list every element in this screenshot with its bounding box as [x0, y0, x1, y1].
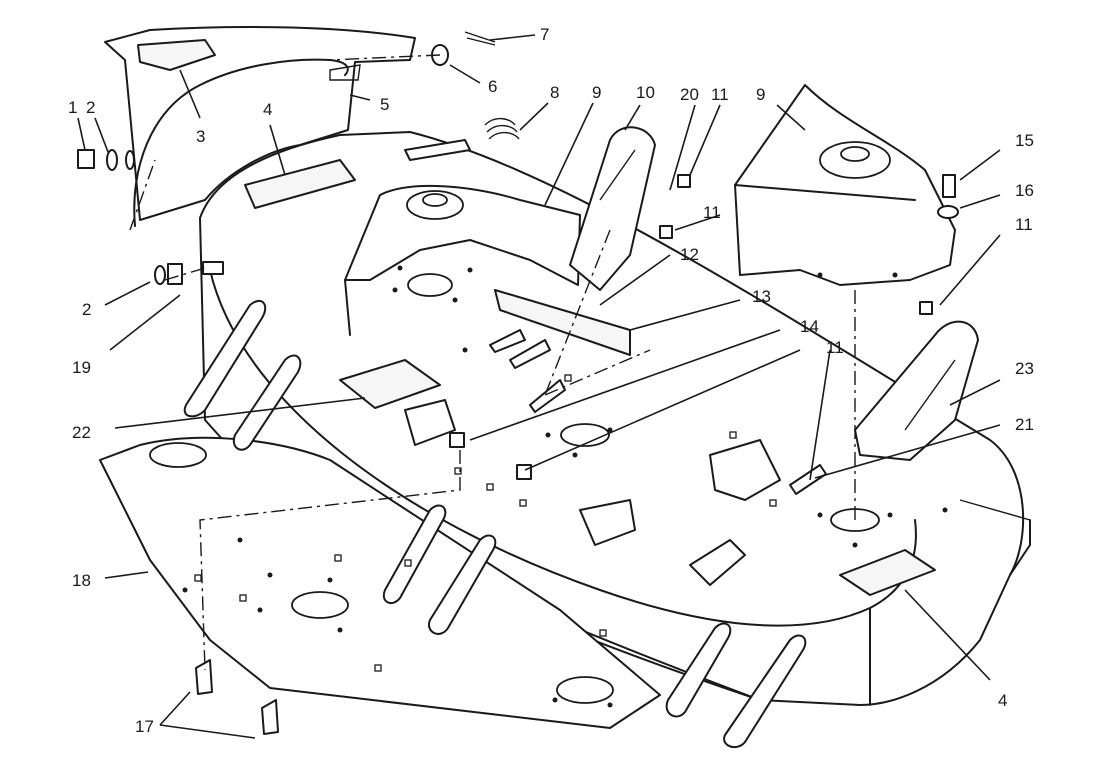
callout-3: 3 [196, 127, 205, 146]
decal-plate [137, 39, 216, 71]
washer-16 [937, 205, 959, 219]
assembly-lines [129, 54, 856, 671]
callout-17: 17 [135, 717, 154, 736]
carriage-bolt-12 [489, 329, 526, 353]
baffle-bracket-10 [569, 126, 656, 291]
callout-11-top: 11 [711, 85, 729, 104]
nut-11a [677, 174, 691, 188]
spindle-hole [560, 423, 610, 447]
callout-8: 8 [550, 83, 559, 102]
callout-2-top: 2 [86, 98, 95, 117]
hanger-bracket [665, 622, 732, 718]
callout-5: 5 [380, 95, 389, 114]
callout-1: 1 [68, 98, 77, 117]
callout-9-right: 9 [756, 85, 765, 104]
callout-20: 20 [680, 85, 699, 104]
blade-shell-right [734, 84, 956, 286]
nut-11d [516, 464, 532, 480]
callout-22: 22 [72, 423, 91, 442]
hanger-bracket [232, 354, 302, 451]
spring-8 [484, 117, 520, 140]
nut-1 [77, 149, 95, 169]
bolt-stub [202, 261, 224, 275]
callout-4-bottom: 4 [998, 691, 1007, 710]
callout-16: 16 [1015, 181, 1034, 200]
nut-14 [449, 432, 465, 448]
decal-4-top [244, 159, 356, 209]
hanger-bracket [428, 534, 497, 635]
callout-12: 12 [680, 245, 699, 264]
channel-bracket [709, 439, 781, 501]
hanger-bracket [183, 299, 267, 418]
hanger-bracket [382, 504, 447, 605]
callout-labels: 1 2 3 4 5 6 7 8 9 10 20 11 11 9 15 16 11… [68, 25, 1034, 736]
screw-17a [195, 659, 213, 695]
callout-18: 18 [72, 571, 91, 590]
callout-19: 19 [72, 358, 91, 377]
carriage-bolt-13 [529, 379, 566, 413]
callout-23: 23 [1015, 359, 1034, 378]
callout-11-lower: 11 [826, 338, 844, 357]
channel-bracket [404, 399, 456, 446]
screw-17b [261, 699, 279, 735]
bolt-15 [942, 174, 956, 198]
baffle-bracket-23 [854, 320, 979, 461]
bottom-plate [99, 436, 661, 729]
callout-10: 10 [636, 83, 655, 102]
cotter-pin-7 [464, 31, 496, 46]
pin [404, 139, 471, 161]
spindle-hole [407, 273, 453, 297]
nut-11c [919, 301, 933, 315]
hardware [77, 31, 959, 735]
belt-cable [133, 58, 349, 227]
spacer-19 [167, 263, 183, 285]
callout-6: 6 [488, 77, 497, 96]
blade-shell-center [344, 184, 581, 336]
callout-15: 15 [1015, 131, 1034, 150]
plate-13 [494, 289, 631, 356]
nut-11b [659, 225, 673, 239]
surface-dots [182, 265, 948, 708]
leader-lines [77, 34, 1001, 739]
callout-11-right: 11 [1015, 215, 1033, 234]
carriage-bolt-21 [789, 464, 827, 495]
callout-21: 21 [1015, 415, 1034, 434]
callout-14: 14 [800, 317, 819, 336]
callout-2-bottom: 2 [82, 300, 91, 319]
decal-4-bottom [839, 549, 936, 596]
callout-4-top: 4 [263, 100, 272, 119]
washer-2 [106, 149, 118, 171]
hanger-bracket [723, 634, 807, 749]
channel-bracket [689, 539, 746, 586]
channel-bracket [579, 499, 636, 546]
callout-7: 7 [540, 25, 549, 44]
washer-2b [154, 265, 166, 285]
callout-9-center: 9 [592, 83, 601, 102]
callout-13: 13 [752, 287, 771, 306]
callout-11-mid: 11 [703, 203, 721, 222]
